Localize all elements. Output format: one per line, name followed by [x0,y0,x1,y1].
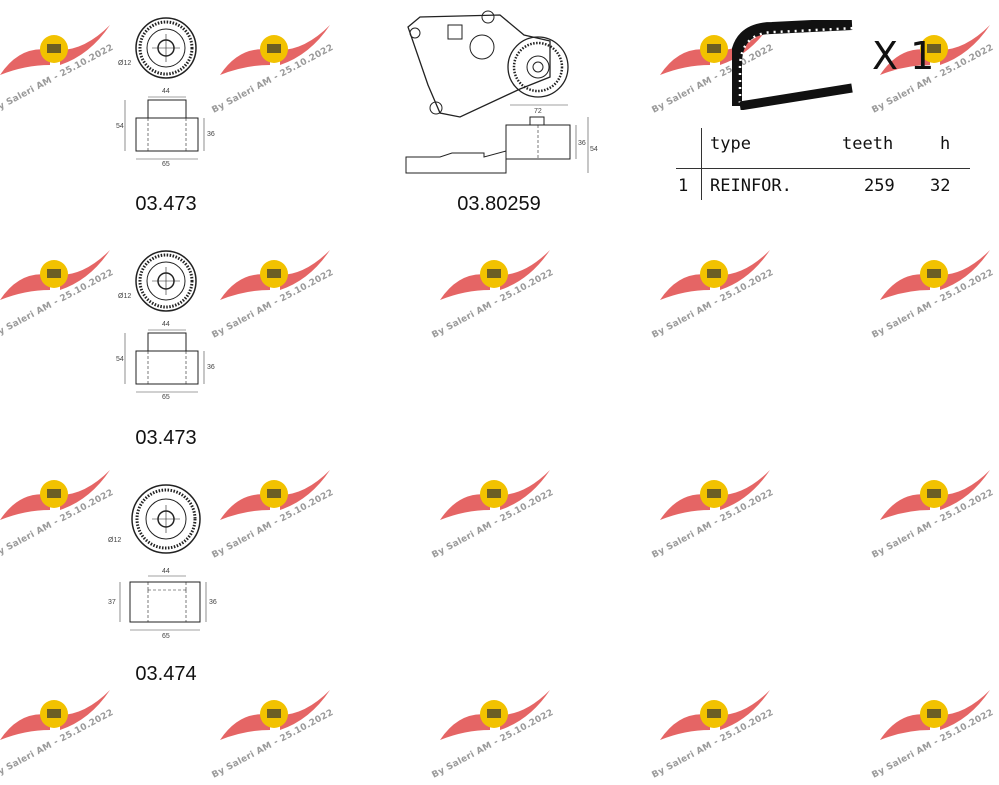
watermark-logo: By Saleri AM - 25.10.2022 [210,670,340,781]
dim-base-width: 65 [162,394,170,401]
dim-body-height: 36 [207,364,215,371]
watermark-logo: By Saleri AM - 25.10.2022 [870,670,999,781]
part-code-label: 03.80259 [457,193,541,215]
dim-total-height: 54 [116,356,124,363]
header-type: type [710,134,751,154]
cell-type: REINFOR. [710,176,792,196]
watermark-logo: By Saleri AM - 25.10.2022 [430,450,560,561]
header-h: h [940,134,951,154]
watermark-logo: By Saleri AM - 25.10.2022 [870,230,999,341]
dim-body-height: 36 [207,131,215,138]
dim-body-height: 36 [578,140,586,147]
watermark-logo: By Saleri AM - 25.10.2022 [650,450,780,561]
watermark-logo: By Saleri AM - 25.10.2022 [650,670,780,781]
watermark-logo: By Saleri AM - 25.10.2022 [0,230,120,341]
dim-total-height: 54 [590,146,598,153]
part-drawing-0380259: 72 36 54 [400,5,600,180]
cell-teeth: 259 [864,176,895,196]
part-code-label: 03.473 [135,427,197,449]
dim-body-height: 36 [209,599,217,606]
dim-top-width: 44 [162,88,170,95]
watermark-logo: By Saleri AM - 25.10.2022 [430,670,560,781]
dim-total-height: 37 [108,599,116,606]
dim-top-width: 44 [162,321,170,328]
watermark-logo: By Saleri AM - 25.10.2022 [210,5,340,116]
watermark-logo: By Saleri AM - 25.10.2022 [430,230,560,341]
dim-diameter: Ø12 [118,293,131,300]
header-teeth: teeth [842,134,894,154]
part-drawing-03473-b: Ø12 44 54 36 65 [100,248,230,403]
watermark-logo: By Saleri AM - 25.10.2022 [650,230,780,341]
dim-base-width: 65 [162,161,170,168]
dim-base-width: 65 [162,633,170,640]
dim-total-height: 54 [116,123,124,130]
dim-diameter: Ø12 [108,537,121,544]
dim-top-width: 72 [534,108,542,115]
watermark-logo: By Saleri AM - 25.10.2022 [0,5,120,116]
table-header-row: type teeth h [676,128,970,169]
belt-quantity: X 1 [872,34,935,78]
part-drawing-03474: Ø12 44 37 36 65 [100,484,230,644]
timing-belt-image [730,18,857,111]
dim-diameter: Ø12 [118,60,131,67]
cell-h: 32 [930,176,951,196]
watermark-logo: By Saleri AM - 25.10.2022 [870,450,999,561]
table-divider [701,128,702,200]
watermark-logo: By Saleri AM - 25.10.2022 [210,450,340,561]
dim-top-width: 44 [162,568,170,575]
watermark-logo: By Saleri AM - 25.10.2022 [0,450,120,561]
watermark-logo: By Saleri AM - 25.10.2022 [0,670,120,781]
watermark-logo: By Saleri AM - 25.10.2022 [210,230,340,341]
watermark-logo: By Saleri AM - 25.10.2022 [870,5,999,116]
table-row: 1 REINFOR. 259 32 [676,170,970,210]
part-code-label: 03.473 [135,193,197,215]
part-drawing-03473-a: Ø12 44 54 36 65 [100,15,230,170]
row-index: 1 [678,176,689,196]
part-code-label: 03.474 [135,663,197,685]
